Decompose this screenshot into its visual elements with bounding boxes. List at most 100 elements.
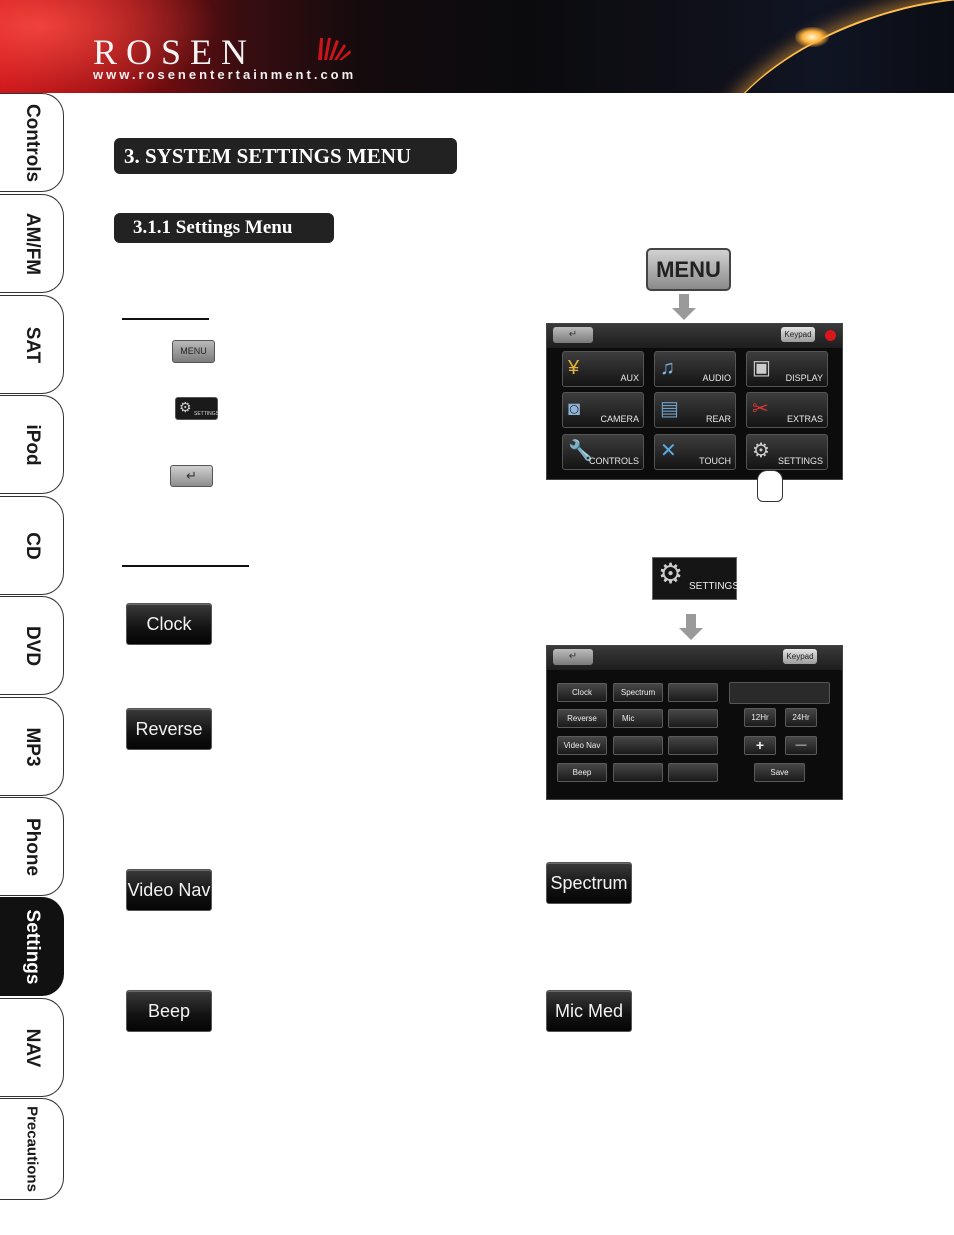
tile-label: EXTRAS [786,414,823,424]
12hr-button[interactable]: 12Hr [744,708,776,727]
display-tile[interactable]: ▣ DISPLAY [746,351,828,387]
mic-tile[interactable]: Mic [613,709,663,728]
heading-underline [122,318,209,320]
24hr-button[interactable]: 24Hr [785,708,817,727]
tab-sat[interactable]: SAT [0,295,64,394]
tab-nav[interactable]: NAV [0,998,64,1097]
menu-button[interactable]: MENU [646,248,731,291]
power-icon[interactable] [825,330,836,341]
screen-top-bar: ↵ Keypad [547,646,842,670]
heading-underline [122,565,249,567]
aux-cable-icon: ¥ [568,357,580,379]
spectrum-button[interactable]: Spectrum [546,862,632,904]
save-button[interactable]: Save [754,763,805,782]
rear-tile[interactable]: ▤ REAR [654,392,736,428]
brand-logo: ROSEN [93,32,257,72]
tab-label: NAV [21,1028,43,1067]
reverse-button[interactable]: Reverse [126,708,212,750]
audio-tile[interactable]: ♫ AUDIO [654,351,736,387]
header-glare [0,0,220,93]
tab-label: Phone [21,817,43,876]
gear-icon: ⚙ [179,399,192,415]
settings-button[interactable]: ⚙ SETTINGS [652,557,740,600]
clock-button[interactable]: Clock [126,603,212,645]
music-note-icon: ♫ [660,357,675,379]
back-button[interactable]: ↵ [553,649,593,665]
header-banner: ROSEN www.rosenentertainment.com [0,0,954,93]
blank-tile [613,736,663,755]
extras-tools-icon: ✂ [752,398,769,420]
tab-precautions[interactable]: Precautions [0,1098,64,1200]
screen-top-bar: ↵ Keypad [547,324,842,348]
tab-label: CD [21,531,43,560]
rear-screen-icon: ▤ [660,398,679,420]
tab-controls[interactable]: Controls [0,93,64,192]
tab-label: AM/FM [21,212,43,275]
sun-flare [795,27,829,47]
keypad-button[interactable]: Keypad [783,649,817,664]
settings-icon: ⚙ SETTINGS [175,397,220,420]
tab-ipod[interactable]: iPod [0,395,64,494]
beep-tile[interactable]: Beep [557,763,607,782]
tab-label: Controls [21,103,43,182]
tab-am-fm[interactable]: AM/FM [0,194,64,293]
wrench-icon: 🔧 [568,440,593,462]
tab-settings[interactable]: Settings [0,897,64,996]
section-title: 3. SYSTEM SETTINGS MENU [114,138,457,174]
brand-logo-mark [318,38,351,60]
pointing-hand-icon [757,470,783,502]
blank-tile [613,763,663,782]
video-nav-button[interactable]: Video Nav [126,869,212,911]
camera-tile[interactable]: ◙ CAMERA [562,392,644,428]
back-icon: ↵ [170,465,213,487]
settings-tile[interactable]: ⚙ SETTINGS [746,434,828,470]
extras-tile[interactable]: ✂ EXTRAS [746,392,828,428]
tile-label: SETTINGS [777,456,823,466]
tile-label: CAMERA [600,414,639,424]
menu-icon: MENU [172,340,215,363]
controls-tile[interactable]: 🔧CONTROLS [562,434,644,470]
main-menu-screen: ↵ Keypad ¥ AUX ♫ AUDIO ▣ DISPLAY ◙ CAMERA ▤ R… [546,323,843,480]
tile-label: TOUCH [699,456,731,466]
touch-tile[interactable]: ✕ TOUCH [654,434,736,470]
reverse-tile[interactable]: Reverse [557,709,607,728]
tab-label: MP3 [21,726,43,767]
back-button[interactable]: ↵ [553,327,593,343]
tile-label: AUX [620,373,639,383]
keypad-button[interactable]: Keypad [781,327,815,342]
tab-label: DVD [21,625,43,666]
tab-cd[interactable]: CD [0,496,64,595]
tab-label: SAT [21,326,43,363]
tab-mp3[interactable]: MP3 [0,697,64,796]
monitor-icon: ▣ [752,357,771,379]
blank-tile [668,736,718,755]
blank-tile [668,763,718,782]
tile-label: REAR [705,414,731,424]
arrow-down-icon [679,614,703,640]
blank-tile [668,709,718,728]
settings-icon-label: SETTINGS [194,411,220,417]
spectrum-tile[interactable]: Spectrum [613,683,663,702]
gear-icon: ⚙ [658,558,684,589]
tab-dvd[interactable]: DVD [0,596,64,695]
tab-label: iPod [21,423,43,466]
clock-tile[interactable]: Clock [557,683,607,702]
mic-med-button[interactable]: Mic Med [546,990,632,1032]
video-nav-tile[interactable]: Video Nav [557,736,607,755]
arrow-down-icon [672,294,696,320]
aux-tile[interactable]: ¥ AUX [562,351,644,387]
touch-cross-icon: ✕ [660,440,677,462]
tile-label: AUDIO [702,373,731,383]
beep-button[interactable]: Beep [126,990,212,1032]
tab-label: Precautions [23,1106,40,1192]
blank-tile [668,683,718,702]
gear-icon: ⚙ [752,440,770,462]
camera-icon: ◙ [568,398,581,420]
subsection-title: 3.1.1 Settings Menu [114,213,334,243]
settings-button-label: SETTINGS [689,581,740,592]
minus-button[interactable]: — [785,736,817,755]
tab-phone[interactable]: Phone [0,797,64,896]
tile-label: DISPLAY [785,373,823,383]
plus-button[interactable]: + [744,736,776,755]
brand-url: www.rosenentertainment.com [93,67,357,82]
